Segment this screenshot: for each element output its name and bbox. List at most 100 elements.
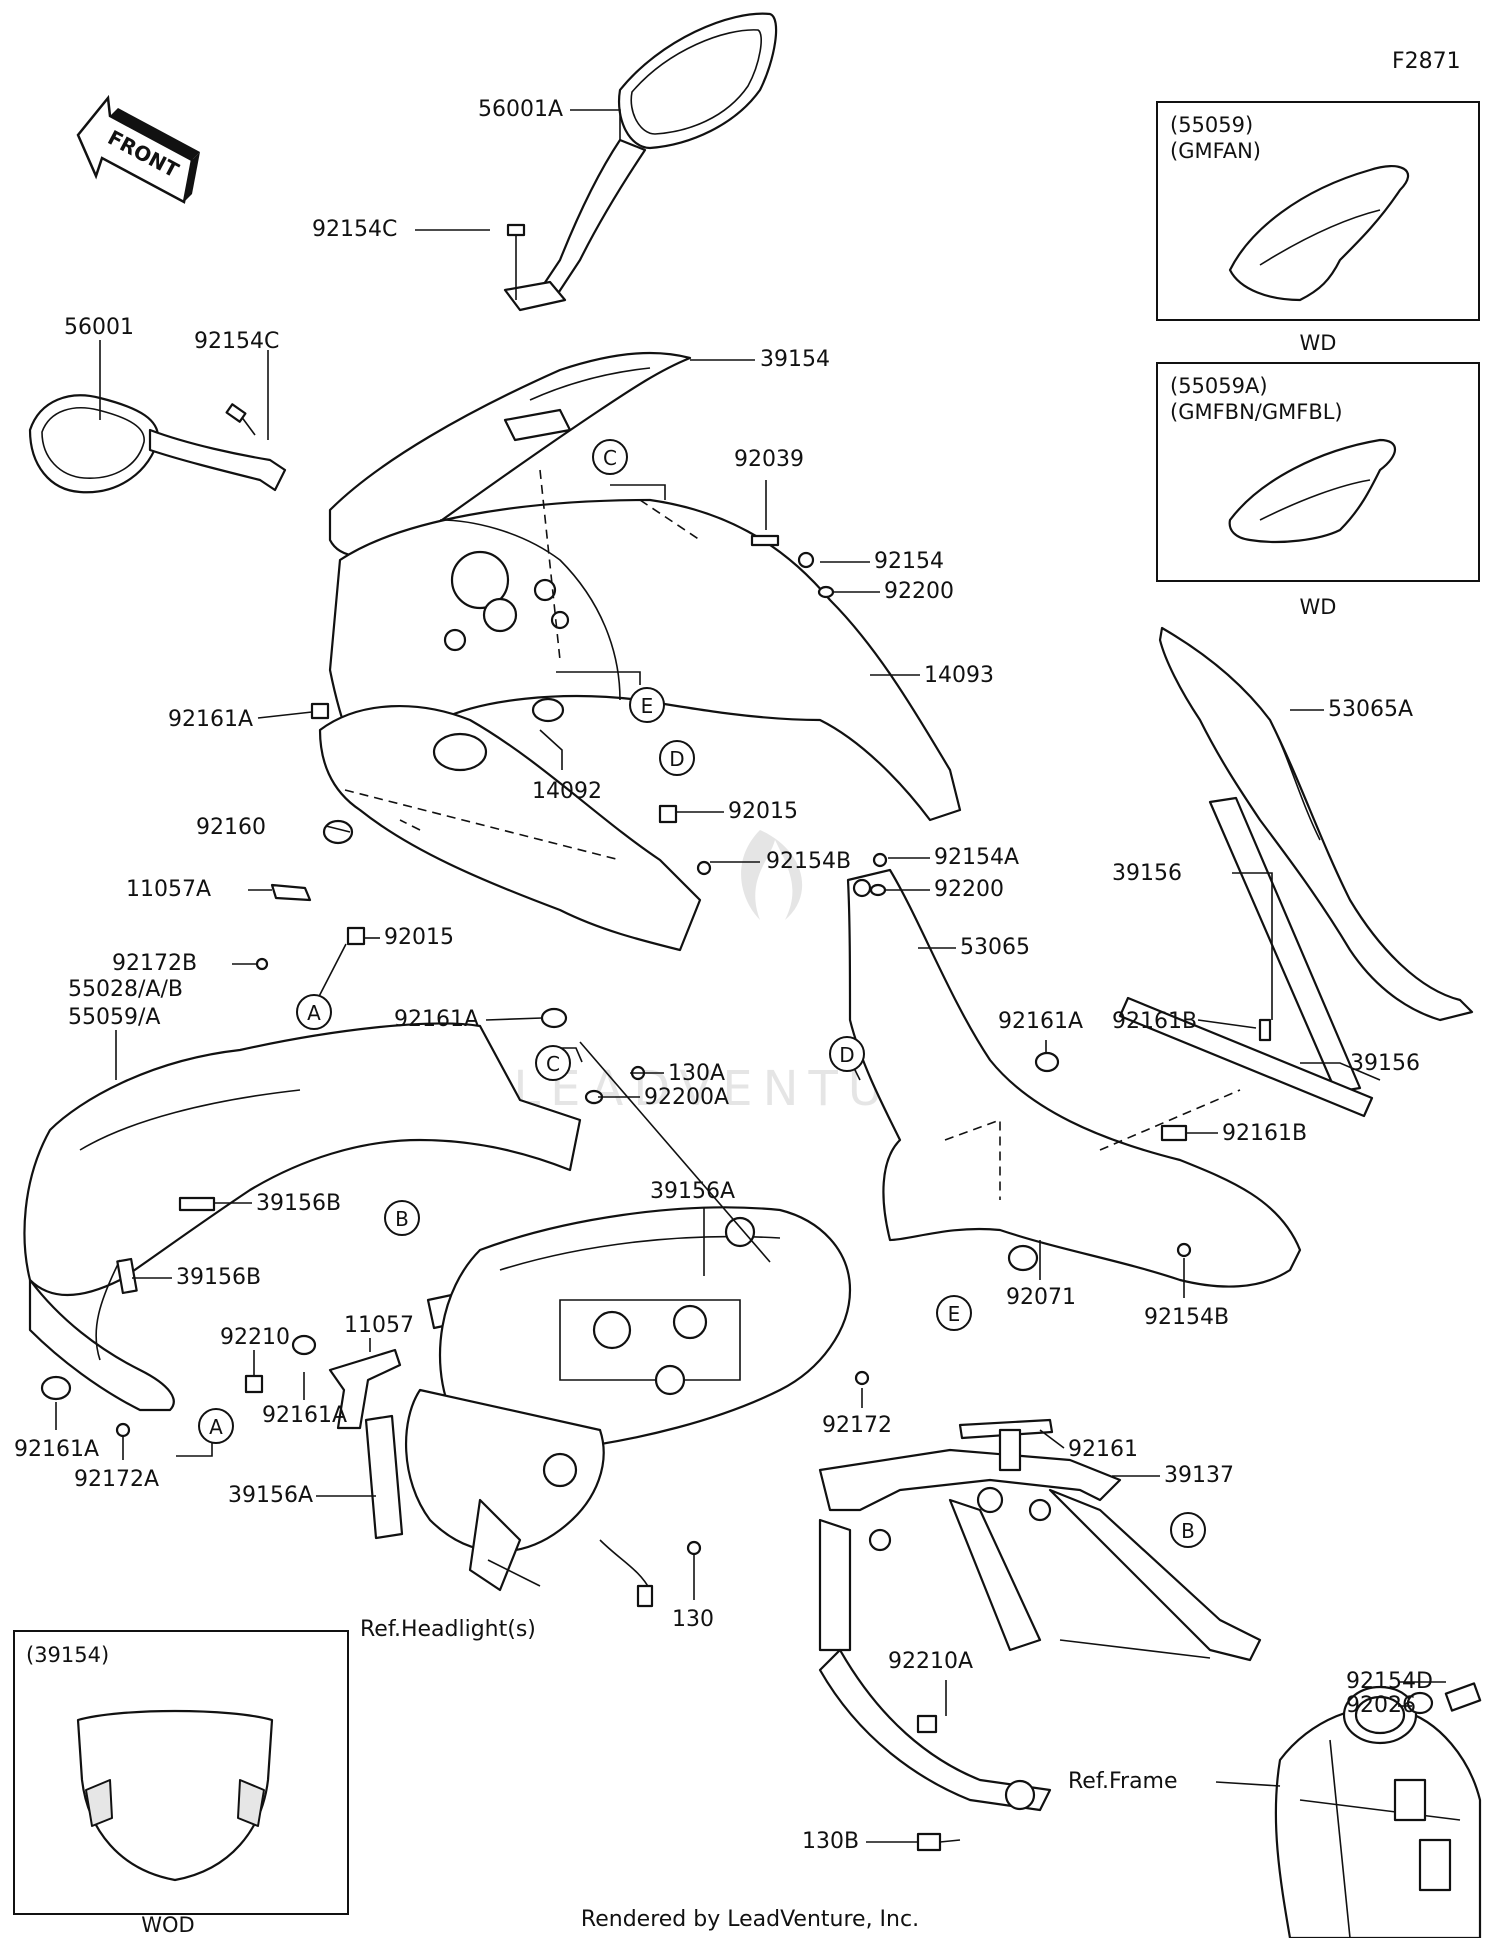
- side-cover-53065A: [1158, 626, 1474, 1022]
- ref-frame: Ref.Frame: [1068, 1769, 1178, 1794]
- foam-39156-upper: [1208, 796, 1362, 1094]
- label-92160: 92160: [196, 815, 266, 840]
- label-39154: 39154: [760, 347, 830, 372]
- variant-box-55059: (55059) (GMFAN) WD: [1156, 101, 1480, 355]
- label-92161B-upper: 92161B: [1112, 1009, 1197, 1034]
- screw-92154C-top: [506, 223, 526, 300]
- callout-C-upper: C: [592, 439, 628, 475]
- nut-92210: [244, 1374, 264, 1394]
- label-92161A-mid: 92161A: [394, 1007, 479, 1032]
- figure-id: F2871: [1392, 49, 1461, 74]
- foam-39156A-short: [364, 1414, 404, 1540]
- label-92172: 92172: [822, 1413, 892, 1438]
- label-39156A-short: 39156A: [228, 1483, 313, 1508]
- bracket-11057A: [270, 883, 312, 902]
- variant-box-39154-part: (39154): [26, 1643, 109, 1667]
- stay-39137: [818, 1418, 1262, 1812]
- screw-92154C-left: [225, 403, 256, 436]
- grommet-92161A-left: [40, 1375, 72, 1401]
- foam-39156B-a: [178, 1196, 216, 1212]
- variant-box-39154-caption: WOD: [141, 1913, 194, 1937]
- side-panel-53065: [846, 868, 1302, 1288]
- svg-text:C: C: [603, 446, 617, 470]
- label-92161A-right: 92161A: [998, 1009, 1083, 1034]
- label-92039: 92039: [734, 447, 804, 472]
- label-55028: 55028/A/B: [68, 977, 183, 1002]
- svg-text:D: D: [669, 747, 684, 771]
- label-53065A: 53065A: [1328, 697, 1413, 722]
- callout-D-upper: D: [659, 740, 695, 776]
- label-92200A: 92200A: [644, 1085, 729, 1110]
- mirror-left: [28, 394, 287, 494]
- callout-B-stay: B: [1170, 1512, 1206, 1548]
- grommet-92161A-right: [1034, 1051, 1060, 1073]
- label-92172A: 92172A: [74, 1467, 159, 1492]
- mirror-right: [503, 12, 778, 312]
- svg-text:D: D: [839, 1043, 854, 1067]
- frame-partial: [1274, 1685, 1482, 1940]
- variant-box-55059A-part: (55059A): [1170, 374, 1268, 398]
- label-39156B-a: 39156B: [256, 1191, 341, 1216]
- label-39137: 39137: [1164, 1463, 1234, 1488]
- label-92026: 92026: [1346, 1693, 1416, 1718]
- svg-text:A: A: [209, 1415, 223, 1439]
- label-55059: 55059/A: [68, 1005, 160, 1030]
- callout-B-fairing: B: [384, 1200, 420, 1236]
- label-92154D: 92154D: [1346, 1669, 1433, 1694]
- label-130A: 130A: [668, 1061, 725, 1086]
- label-92071: 92071: [1006, 1285, 1076, 1310]
- label-39156-lower: 39156: [1350, 1051, 1420, 1076]
- ref-headlight: Ref.Headlight(s): [360, 1617, 536, 1642]
- variant-box-55059-code: (GMFAN): [1170, 139, 1261, 163]
- screw-92154B-mid: [696, 860, 712, 876]
- inner-cowl: [318, 697, 702, 952]
- variant-box-55059-part: (55059): [1170, 113, 1253, 137]
- washer-92200-b: [869, 883, 887, 897]
- callout-C-fairing: C: [535, 1045, 571, 1081]
- nut-92161B-lower: [1160, 1124, 1188, 1142]
- collar-92015: [346, 926, 366, 946]
- label-92154B-right: 92154B: [1144, 1305, 1229, 1330]
- callout-A-upper: A: [296, 994, 332, 1030]
- upper-cowl-14093: [328, 469, 962, 822]
- part-labels: 56001A 92154C 56001 92154C 39154 92039 9…: [14, 97, 1433, 1854]
- pin-92039: [750, 534, 780, 547]
- label-11057A: 11057A: [126, 877, 211, 902]
- label-92154A: 92154A: [934, 845, 1019, 870]
- screw-92172A: [115, 1422, 131, 1438]
- nut-92161A-upper: [310, 702, 330, 720]
- screw-92172: [854, 1370, 870, 1386]
- label-92015: 92015: [384, 925, 454, 950]
- variant-box-55059A-caption: WD: [1300, 595, 1337, 619]
- washer-92026: [1406, 1691, 1434, 1715]
- label-92172B: 92172B: [112, 951, 197, 976]
- label-39156A-long: 39156A: [650, 1179, 735, 1204]
- label-92200-b: 92200: [934, 877, 1004, 902]
- nut-92210A: [916, 1714, 938, 1734]
- label-92161A-left: 92161A: [14, 1437, 99, 1462]
- label-92154C-left: 92154C: [194, 329, 279, 354]
- label-92015-D: 92015: [728, 799, 798, 824]
- front-arrow-icon: FRONT: [76, 94, 200, 204]
- bracket-11057: [328, 1348, 402, 1430]
- variant-box-55059A: (55059A) (GMFBN/GMFBL) WD: [1156, 362, 1480, 619]
- screw-92172B: [255, 957, 269, 971]
- screw-130: [686, 1540, 702, 1556]
- label-39156B-b: 39156B: [176, 1265, 261, 1290]
- svg-text:C: C: [546, 1052, 560, 1076]
- svg-text:E: E: [948, 1302, 961, 1326]
- svg-text:B: B: [1181, 1519, 1195, 1543]
- label-92161B-lower: 92161B: [1222, 1121, 1307, 1146]
- label-92161A-upper: 92161A: [168, 707, 253, 732]
- label-92161A-lower: 92161A: [262, 1403, 347, 1428]
- washer-92200: [817, 585, 835, 599]
- label-11057: 11057: [344, 1313, 414, 1338]
- variant-box-39154: (39154) WOD: [13, 1630, 349, 1937]
- label-92161: 92161: [1068, 1437, 1138, 1462]
- svg-text:A: A: [307, 1001, 321, 1025]
- callout-D-right: D: [829, 1036, 865, 1072]
- nut-92161B-upper: [1258, 1018, 1272, 1042]
- front-fairing-55028: [23, 1022, 582, 1412]
- headlight-assembly: [404, 1206, 852, 1608]
